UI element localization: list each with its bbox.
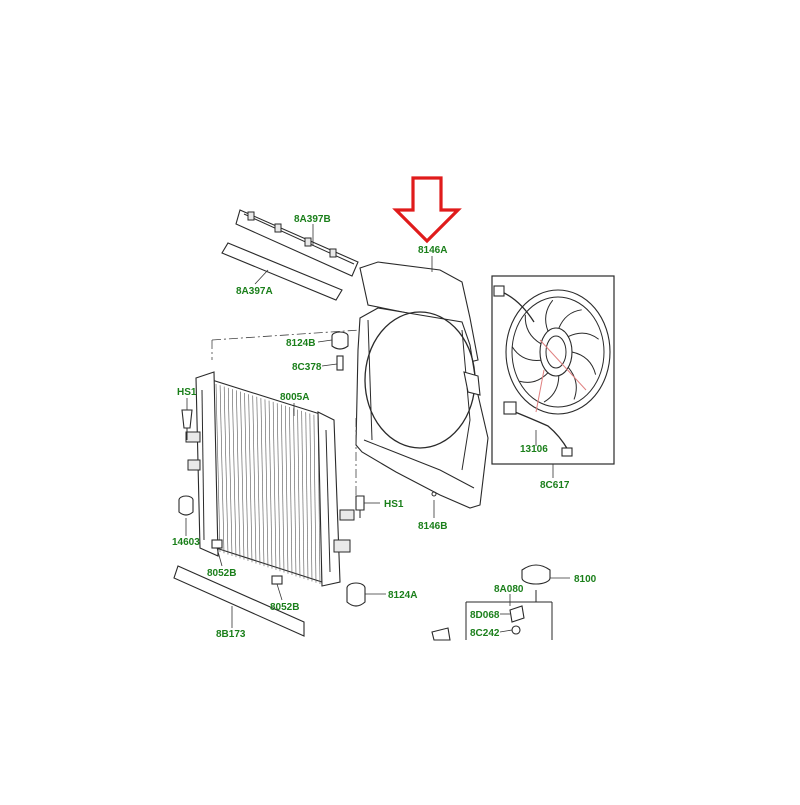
- fitting-8A080: [465, 590, 553, 640]
- radiator-fin: [215, 383, 221, 553]
- label-8C378: 8C378: [292, 362, 322, 373]
- fan-blade: [571, 351, 597, 375]
- radiator-fin: [272, 401, 277, 570]
- radiator-fin: [260, 398, 265, 567]
- radiator: [185, 371, 355, 587]
- label-8146B: 8146B: [418, 521, 447, 532]
- fan-blade: [567, 367, 577, 400]
- label-8B173: 8B173: [216, 629, 246, 640]
- part-labels: 8A397B 8A397A 8146A 8124B 8C378 HS1 8005…: [172, 214, 597, 640]
- clip-HS1-left: [181, 409, 193, 440]
- bracket-bottom: [431, 627, 451, 641]
- fan-blade: [519, 372, 549, 383]
- clip-8052B-right: [271, 575, 283, 585]
- fan-blade: [568, 332, 599, 340]
- red-down-arrow-icon: [392, 176, 462, 244]
- radiator-fin: [223, 386, 229, 555]
- radiator-fin: [232, 389, 237, 558]
- mount-14603: [178, 495, 194, 516]
- radiator-fin: [280, 404, 285, 573]
- fan-assembly-inset: [491, 275, 615, 465]
- radiator-fin: [268, 400, 273, 569]
- lower-seal-strip: [221, 242, 343, 301]
- label-HS1-right: HS1: [384, 499, 404, 510]
- radiator-fin: [313, 414, 317, 583]
- label-8052B-right: 8052B: [270, 602, 299, 613]
- label-8A080: 8A080: [494, 584, 524, 595]
- radiator-fin: [219, 385, 225, 554]
- radiator-fin: [285, 405, 289, 574]
- label-13106: 13106: [520, 444, 548, 455]
- radiator-fin: [244, 392, 249, 561]
- label-8005A: 8005A: [280, 392, 309, 403]
- label-8052B-left: 8052B: [207, 568, 236, 579]
- mount-8124B: [331, 331, 349, 350]
- mount-8124A: [346, 582, 366, 607]
- radiator-fin: [252, 395, 257, 564]
- fan-blade: [524, 314, 542, 345]
- cap-8100: [521, 564, 551, 585]
- radiator-fin: [293, 408, 297, 577]
- radiator-fin: [297, 409, 301, 578]
- label-8124B: 8124B: [286, 338, 315, 349]
- radiator-fin: [264, 399, 269, 568]
- fan-blade: [511, 346, 542, 361]
- radiator-fin: [227, 387, 233, 556]
- fan-blade: [545, 299, 554, 332]
- label-8D068: 8D068: [470, 610, 500, 621]
- radiator-fin: [309, 413, 313, 582]
- radiator-fin: [248, 394, 253, 563]
- clip-HS1-right: [355, 495, 365, 518]
- fan-blade: [558, 309, 582, 329]
- fan-shroud: [355, 261, 489, 509]
- radiator-fin: [305, 412, 309, 581]
- label-8C242: 8C242: [470, 628, 500, 639]
- label-8A397A: 8A397A: [236, 286, 273, 297]
- leader-lines: [185, 224, 570, 633]
- clip-8052B-left: [211, 539, 223, 549]
- radiator-fin: [236, 390, 241, 559]
- radiator-fin: [240, 391, 245, 560]
- label-8124A: 8124A: [388, 590, 417, 601]
- radiator-fin: [276, 403, 281, 572]
- lower-air-seal: [173, 565, 305, 637]
- label-8100: 8100: [574, 574, 597, 585]
- label-8146A: 8146A: [418, 245, 447, 256]
- radiator-fin: [256, 396, 261, 565]
- radiator-fin: [289, 407, 293, 576]
- label-HS1-left: HS1: [177, 387, 197, 398]
- upper-seal-strip: [235, 209, 359, 277]
- label-8C617: 8C617: [540, 480, 570, 491]
- radiator-fin: [301, 410, 305, 579]
- pin-8C378: [336, 355, 344, 371]
- label-14603: 14603: [172, 537, 200, 548]
- fan-blade: [543, 375, 560, 403]
- label-8A397B: 8A397B: [294, 214, 331, 225]
